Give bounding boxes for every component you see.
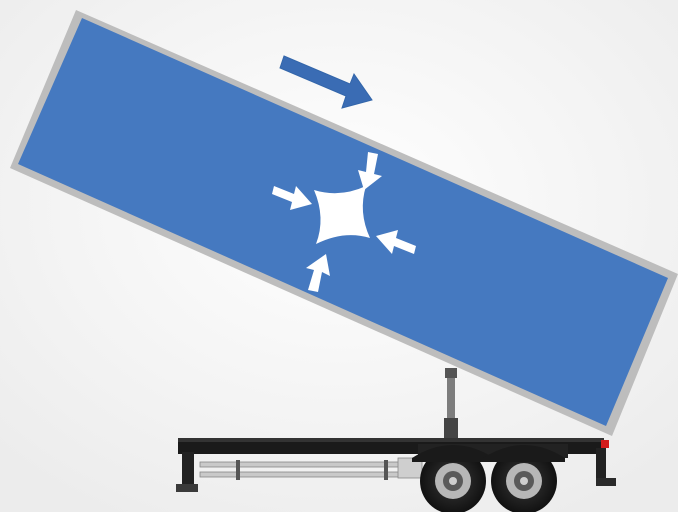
compressed-object bbox=[314, 186, 370, 244]
tail-light bbox=[601, 440, 609, 448]
